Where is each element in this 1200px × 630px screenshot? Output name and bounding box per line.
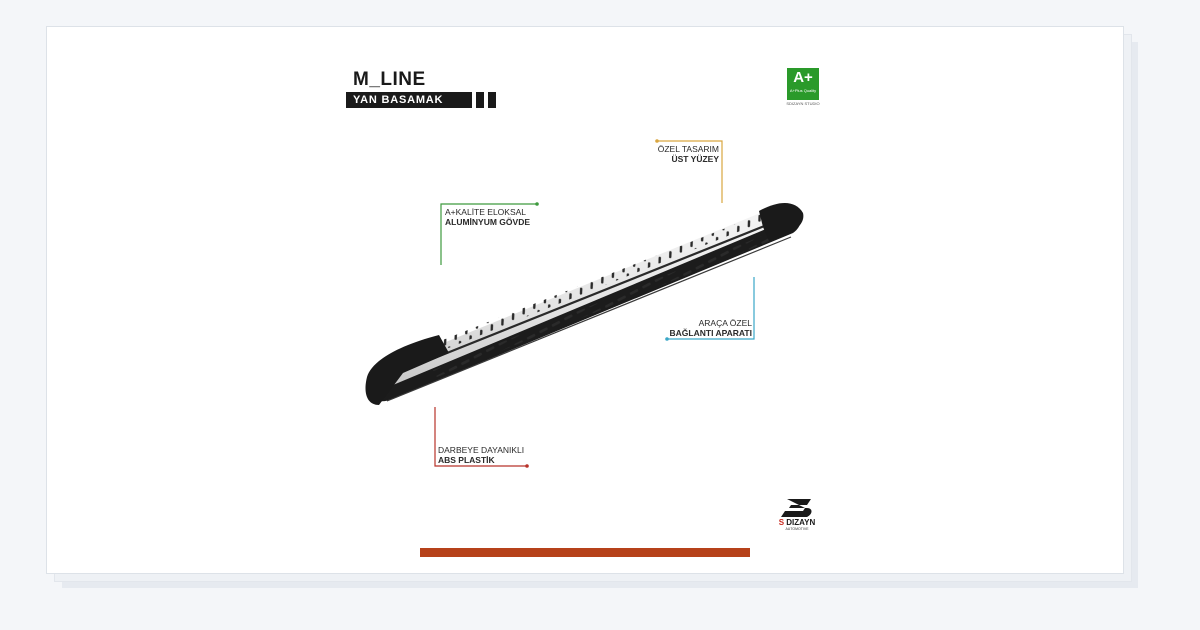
callout-end-cap: DARBEYE DAYANIKLI ABS PLASTİK: [438, 445, 524, 465]
brand-mark-block: [476, 92, 484, 108]
sdizayn-logo-mark: [781, 499, 812, 517]
badge-grade: A+: [793, 69, 813, 86]
sdizayn-logo-name: DIZAYN: [784, 518, 816, 527]
callout-top-surface-line1: ÖZEL TASARIM: [657, 144, 719, 154]
callout-bracket-line1: ARAÇA ÖZEL: [698, 318, 752, 328]
callout-end-cap-line1: DARBEYE DAYANIKLI: [438, 445, 525, 455]
product-image-card: M_LINE YAN BASAMAK A+ A+Plus Quality SDI…: [46, 26, 1124, 574]
running-board-illustration: [365, 139, 812, 517]
callout-body-line2: ALUMİNYUM GÖVDE: [445, 217, 530, 227]
sdizayn-logo-text: S DIZAYN: [771, 518, 823, 527]
brand-mark-block: [488, 92, 496, 108]
tread-pattern-upper: [425, 211, 775, 355]
callout-top-surface: ÖZEL TASARIM ÜST YÜZEY: [607, 144, 719, 164]
sdizayn-logo-sub: AUTOMOTIVE: [785, 527, 809, 531]
aplus-quality-badge: A+ A+Plus Quality: [787, 68, 819, 100]
badge-footer: SDIZAYN STUDIO: [786, 101, 820, 106]
callout-top-surface-line2: ÜST YÜZEY: [671, 154, 719, 164]
accent-bar: [420, 548, 750, 557]
callout-line-bracket: [667, 277, 755, 340]
tread-center-ridge: [426, 219, 778, 363]
callout-bracket-line2: BAĞLANTI APARATI: [669, 328, 752, 338]
step-bottom-edge: [386, 236, 792, 402]
callout-bracket: ARAÇA ÖZEL BAĞLANTI APARATI: [637, 318, 752, 338]
tread-pattern-lower: [431, 229, 785, 377]
sdizayn-logo-prefix: S: [778, 518, 785, 527]
end-cap-right: [759, 203, 804, 241]
callout-body: A+KALİTE ELOKSAL ALUMİNYUM GÖVDE: [445, 207, 530, 227]
brand-title: M_LINE: [353, 69, 426, 90]
badge-caption: A+Plus Quality: [789, 88, 817, 93]
callout-line-top-surface: [657, 140, 723, 203]
callout-line-body: [440, 203, 537, 265]
end-cap-left: [365, 335, 449, 405]
brand-subtitle: YAN BASAMAK: [346, 92, 472, 108]
callout-line-end-cap: [434, 407, 527, 467]
callout-end-cap-line2: ABS PLASTİK: [438, 455, 495, 465]
callout-body-line1: A+KALİTE ELOKSAL: [445, 207, 527, 217]
